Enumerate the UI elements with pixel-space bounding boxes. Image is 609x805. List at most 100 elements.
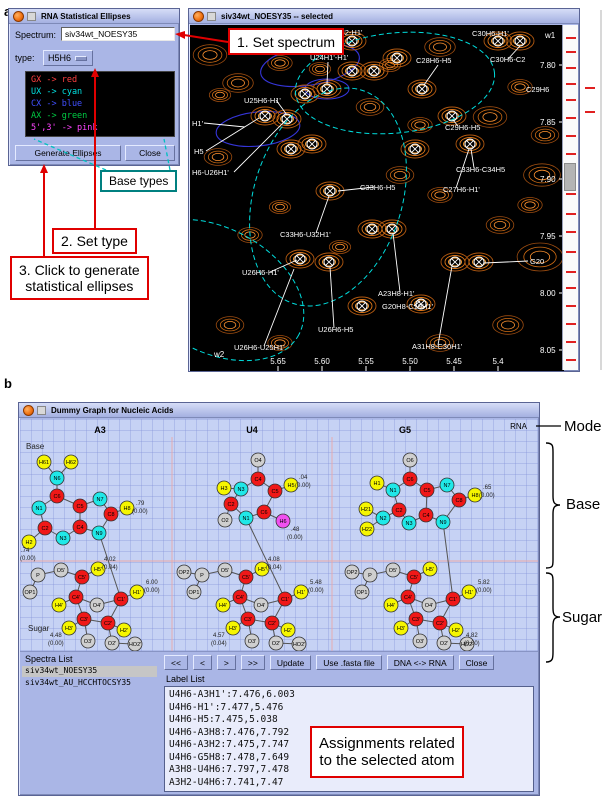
dna-rna-toggle-button[interactable]: DNA <-> RNA <box>386 655 454 670</box>
peak-marker[interactable] <box>409 143 421 155</box>
graph-window-titlebar[interactable]: Dummy Graph for Nucleic Acids <box>19 403 539 418</box>
atom-N1[interactable] <box>385 482 401 498</box>
assignment-line[interactable]: U4H6-A3H1':7.476,6.003 <box>169 689 295 700</box>
atom-O3'[interactable] <box>412 633 428 649</box>
atom-O2[interactable] <box>217 512 233 528</box>
atom-C3'[interactable] <box>240 611 256 627</box>
spectrum-window-titlebar[interactable]: siv34wt_NOESY35 -- selected <box>189 9 579 24</box>
atom-OP1[interactable] <box>354 584 370 600</box>
peak-marker[interactable] <box>356 300 368 312</box>
peak-marker[interactable] <box>323 256 335 268</box>
window-menu-icon[interactable] <box>27 11 36 21</box>
atom-H5'[interactable] <box>422 561 438 577</box>
atom-N1[interactable] <box>238 510 254 526</box>
atom-N3[interactable] <box>401 515 417 531</box>
peak-marker[interactable] <box>449 256 461 268</box>
atom-H61[interactable] <box>36 454 52 470</box>
atom-O3'[interactable] <box>80 633 96 649</box>
atom-O4[interactable] <box>250 452 266 468</box>
atom-C3'[interactable] <box>76 611 92 627</box>
atom-H2[interactable] <box>21 534 37 550</box>
atom-N2[interactable] <box>375 510 391 526</box>
nav-first-button[interactable]: << <box>164 655 188 670</box>
atom-O3'[interactable] <box>244 633 260 649</box>
atom-C8[interactable] <box>451 492 467 508</box>
atom-H2'[interactable] <box>116 622 132 638</box>
atom-H2'[interactable] <box>280 622 296 638</box>
peak-marker[interactable] <box>366 223 378 235</box>
atom-H3[interactable] <box>216 480 232 496</box>
peak-marker[interactable] <box>299 88 311 100</box>
atom-C5[interactable] <box>72 498 88 514</box>
assignment-line[interactable]: A3H2-U4H6:7.741,7.47 <box>169 776 284 788</box>
atom-OP1[interactable] <box>22 584 38 600</box>
atom-H22[interactable] <box>359 521 375 537</box>
atom-H62[interactable] <box>63 454 79 470</box>
window-menu-icon[interactable] <box>37 405 46 415</box>
atom-O2'[interactable] <box>268 635 284 651</box>
atom-C2[interactable] <box>223 496 239 512</box>
close-window-icon[interactable] <box>23 404 34 416</box>
update-button[interactable]: Update <box>269 655 312 670</box>
atom-C3'[interactable] <box>408 611 424 627</box>
atom-P[interactable] <box>194 567 210 583</box>
atom-C4'[interactable] <box>400 589 416 605</box>
atom-C6[interactable] <box>256 504 272 520</box>
atom-N9[interactable] <box>91 525 107 541</box>
atom-C5'[interactable] <box>406 569 422 585</box>
atom-C8[interactable] <box>103 506 119 522</box>
peak-marker[interactable] <box>259 110 271 122</box>
atom-C5'[interactable] <box>74 569 90 585</box>
mode-button[interactable]: RNA <box>510 422 527 431</box>
atom-O5'[interactable] <box>217 562 233 578</box>
atom-H1'[interactable] <box>293 584 309 600</box>
scrollbar-thumb[interactable] <box>564 163 576 191</box>
atom-OP2[interactable] <box>344 564 360 580</box>
atom-N7[interactable] <box>92 491 108 507</box>
atom-P[interactable] <box>30 567 46 583</box>
atom-N9[interactable] <box>435 514 451 530</box>
atom-H1'[interactable] <box>129 584 145 600</box>
atom-H5'[interactable] <box>90 561 106 577</box>
atom-O5'[interactable] <box>53 562 69 578</box>
atom-C6[interactable] <box>49 488 65 504</box>
atom-H8[interactable] <box>467 487 483 503</box>
window-menu-icon[interactable] <box>207 11 216 21</box>
spectrum-field[interactable]: siv34wt_NOESY35 <box>61 27 175 41</box>
atom-N3[interactable] <box>233 481 249 497</box>
atom-C5[interactable] <box>419 482 435 498</box>
atom-H2'[interactable] <box>448 622 464 638</box>
peak-marker[interactable] <box>368 65 380 77</box>
atom-H3'[interactable] <box>225 620 241 636</box>
atom-H1'[interactable] <box>461 584 477 600</box>
atom-C4'[interactable] <box>232 589 248 605</box>
atom-C5'[interactable] <box>238 569 254 585</box>
atom-C5[interactable] <box>267 483 283 499</box>
peak-marker[interactable] <box>464 138 476 150</box>
atom-H3'[interactable] <box>393 620 409 636</box>
assignment-line[interactable]: A3H8-U4H6:7.797,7.478 <box>169 764 290 775</box>
peak-marker[interactable] <box>416 83 428 95</box>
assignment-line[interactable]: U4H6-G5H8:7.478,7.649 <box>169 751 290 763</box>
generate-ellipses-button[interactable]: Generate Ellipses <box>15 145 121 161</box>
assignment-line[interactable]: U4H6-A3H8:7.476,7.792 <box>169 726 290 738</box>
assignment-line[interactable]: U4H6-H1':7.477,5.476 <box>169 701 284 713</box>
assignment-line[interactable]: U4H6-H5:7.475,5.038 <box>169 714 278 725</box>
atom-H8[interactable] <box>119 500 135 516</box>
nav-next-button[interactable]: > <box>216 655 236 670</box>
atom-C2[interactable] <box>37 520 53 536</box>
atom-O4'[interactable] <box>421 597 437 613</box>
peak-marker[interactable] <box>285 143 297 155</box>
atom-C4'[interactable] <box>68 589 84 605</box>
atom-N1[interactable] <box>31 500 47 516</box>
spectra-list-item[interactable]: siv34wt_AU_HCCHTOCSY35 <box>25 678 131 687</box>
close-window-icon[interactable] <box>193 10 204 22</box>
peak-marker[interactable] <box>346 65 358 77</box>
peak-marker[interactable] <box>386 223 398 235</box>
peak-marker[interactable] <box>446 110 458 122</box>
atom-C2[interactable] <box>391 502 407 518</box>
assignment-line[interactable]: U4H6-A3H2:7.475,7.747 <box>169 739 290 750</box>
atom-O4'[interactable] <box>89 597 105 613</box>
atom-C2'[interactable] <box>100 615 116 631</box>
